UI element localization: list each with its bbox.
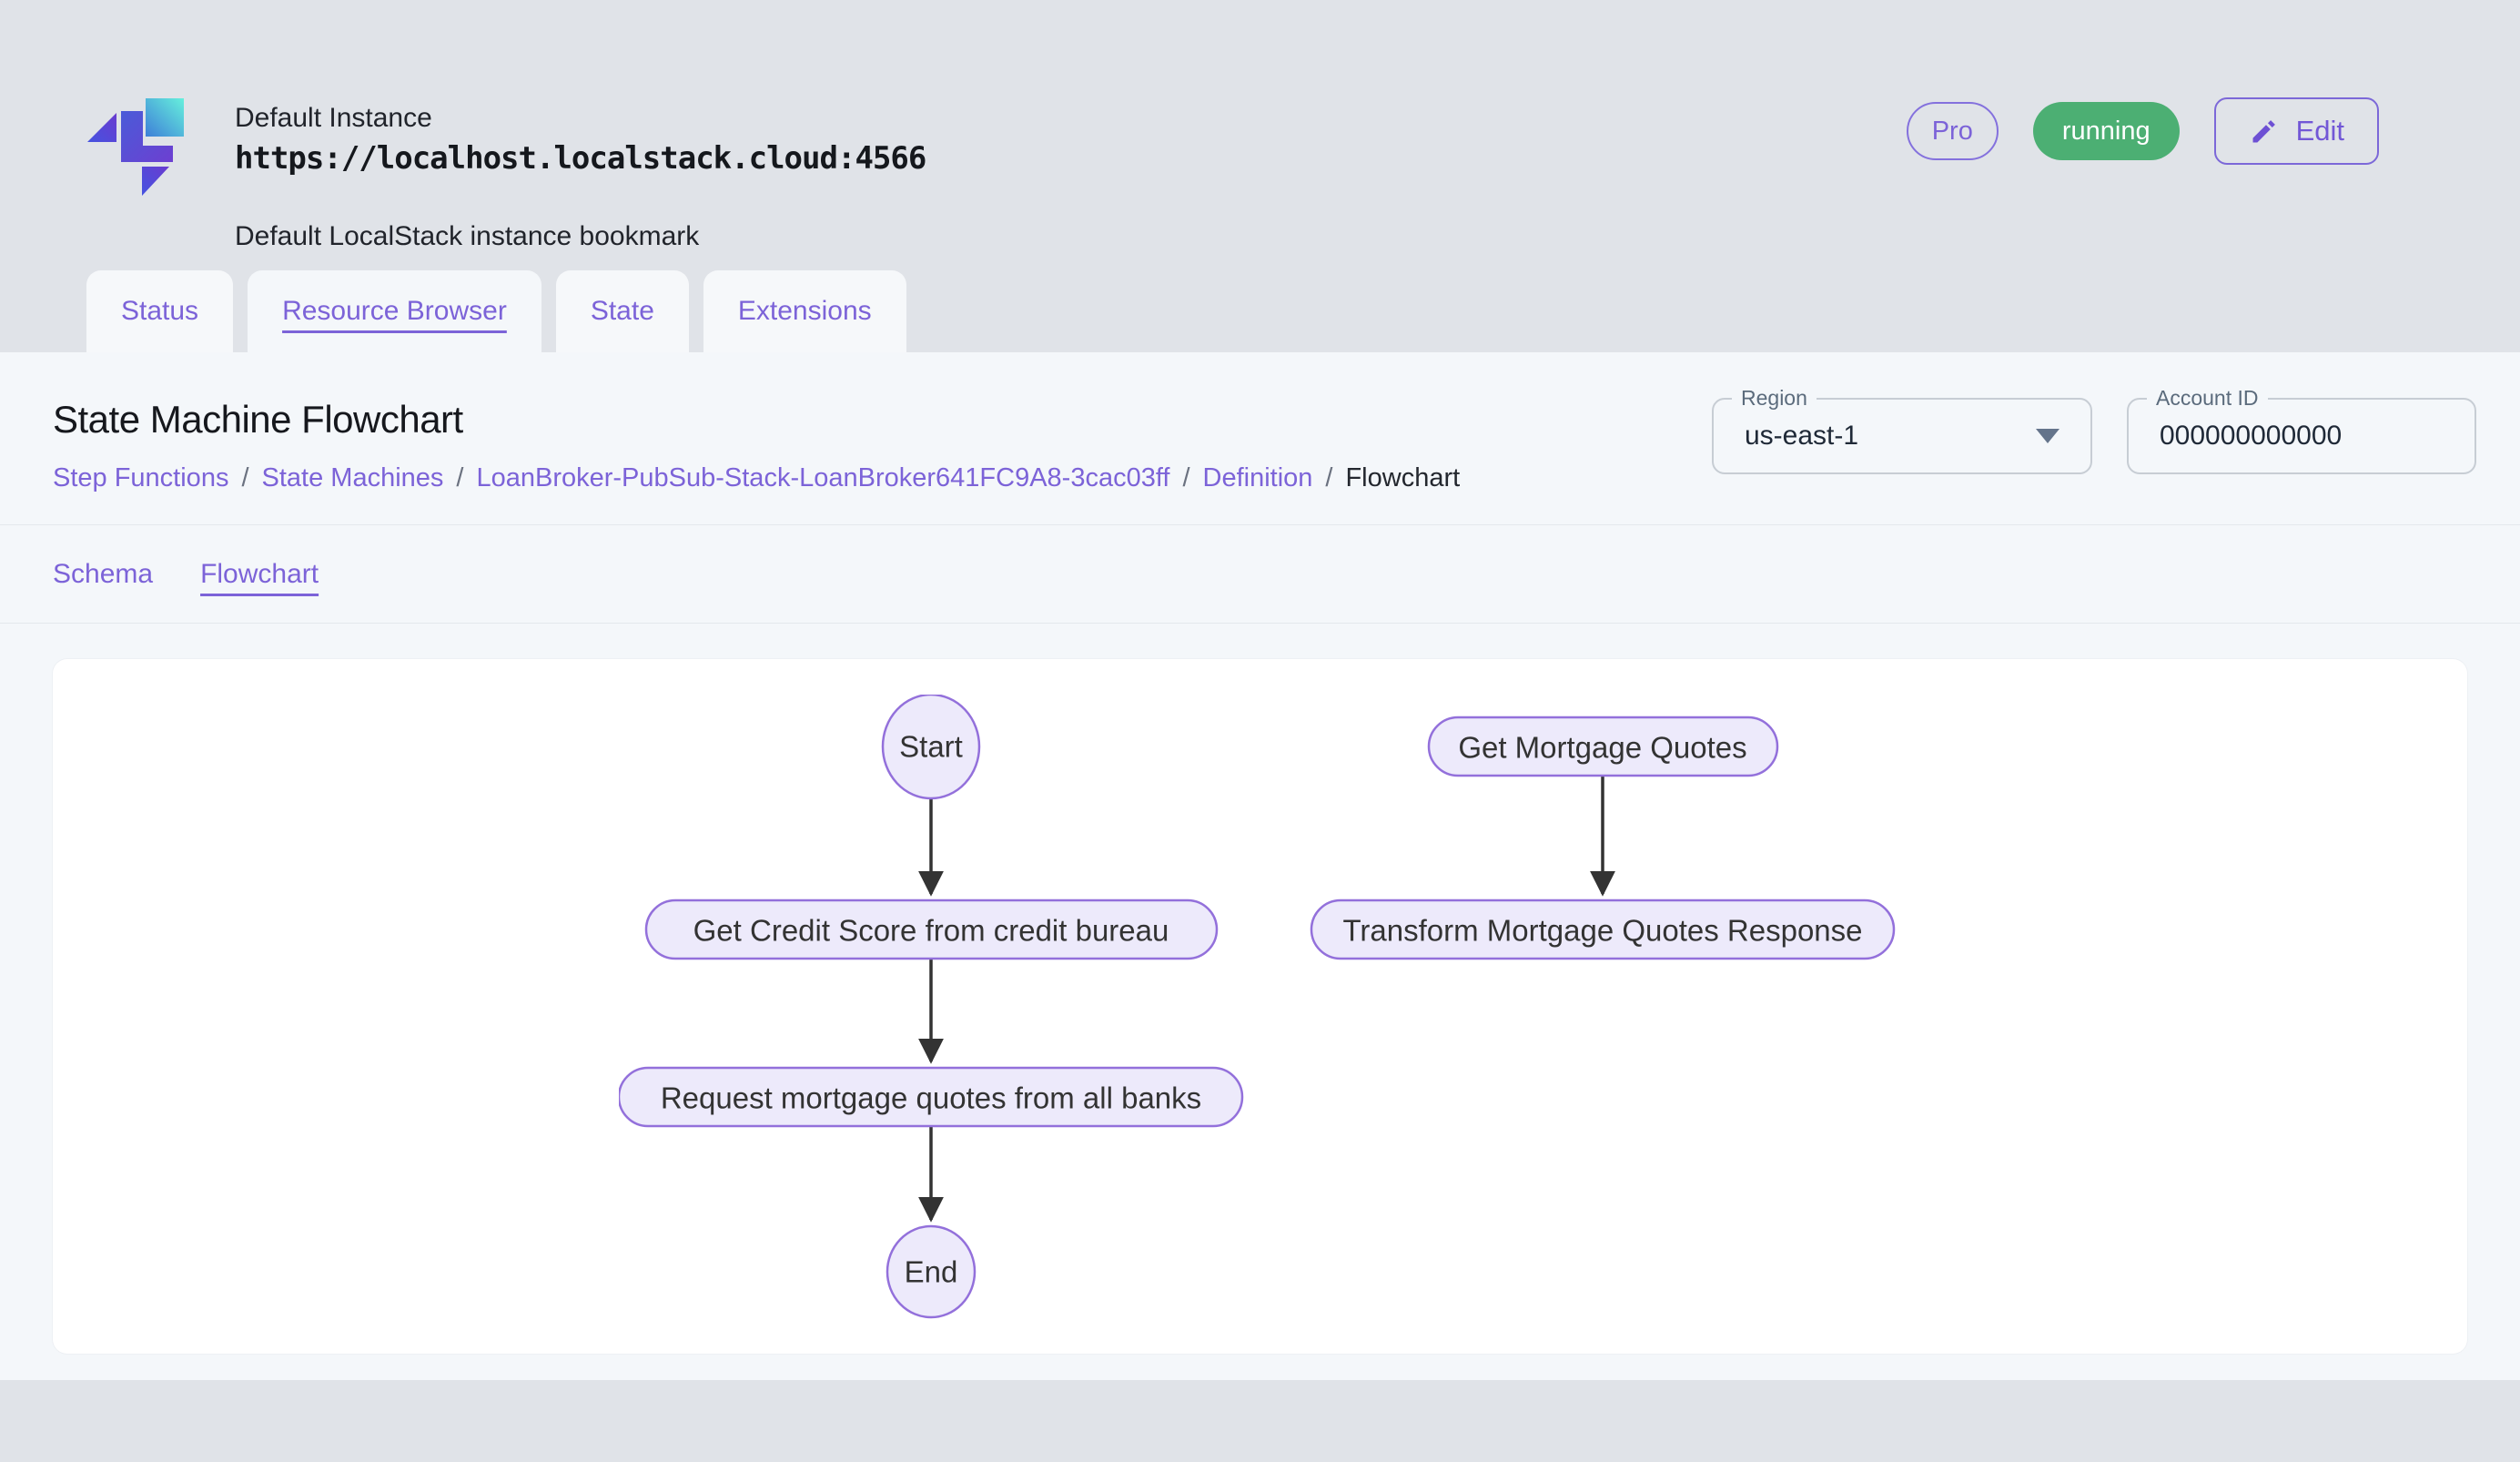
status-badge: running (2032, 102, 2180, 160)
tab-state[interactable]: State (555, 270, 689, 352)
svg-text:Request mortgage quotes from a: Request mortgage quotes from all banks (660, 1081, 1200, 1115)
pencil-icon (2252, 120, 2275, 143)
edit-button-label: Edit (2295, 115, 2344, 147)
svg-text:End: End (904, 1255, 957, 1289)
breadcrumb-state-machines[interactable]: State Machines (261, 463, 444, 492)
chevron-down-icon (2036, 429, 2060, 443)
node-get-mortgage-quotes: Get Mortgage Quotes (1427, 716, 1778, 777)
node-transform-response: Transform Mortgage Quotes Response (1310, 899, 1895, 960)
region-value: us-east-1 (1745, 421, 1859, 451)
node-get-credit-score: Get Credit Score from credit bureau (644, 899, 1218, 960)
region-label: Region (1732, 385, 1817, 411)
svg-text:Get Mortgage Quotes: Get Mortgage Quotes (1458, 731, 1746, 765)
account-id-label: Account ID (2147, 385, 2268, 411)
svg-text:Get Credit Score from credit b: Get Credit Score from credit bureau (693, 914, 1169, 948)
localstack-logo (87, 98, 184, 196)
node-start: Start (881, 695, 980, 800)
node-request-quotes: Request mortgage quotes from all banks (618, 1066, 1243, 1128)
breadcrumb-step-functions[interactable]: Step Functions (53, 463, 229, 492)
resource-browser-panel: State Machine Flowchart Step Functions /… (0, 352, 2520, 1380)
instance-header: Default Instance https://localhost.local… (0, 0, 2520, 352)
pro-badge: Pro (1906, 102, 1999, 160)
subtab-schema[interactable]: Schema (53, 558, 154, 589)
breadcrumb-separator: / (1182, 463, 1190, 492)
state-machine-flowchart: Start Get Credit Score from credit burea… (618, 695, 1895, 1319)
breadcrumb-separator: / (456, 463, 464, 492)
instance-url: https://localhost.localstack.cloud:4566 (235, 140, 926, 177)
region-select[interactable]: Region us-east-1 (1712, 385, 2092, 474)
tab-resource-browser[interactable]: Resource Browser (248, 270, 541, 352)
svg-text:Start: Start (899, 730, 963, 764)
account-id-input[interactable] (2129, 400, 2474, 472)
instance-name: Default Instance (235, 103, 432, 133)
svg-text:Transform Mortgage Quotes Resp: Transform Mortgage Quotes Response (1342, 914, 1862, 948)
tab-extensions[interactable]: Extensions (703, 270, 906, 352)
main-tabs: Status Resource Browser State Extensions (86, 270, 906, 352)
breadcrumb-current: Flowchart (1345, 463, 1461, 492)
subtab-flowchart[interactable]: Flowchart (200, 558, 319, 589)
divider (0, 524, 2520, 525)
instance-description: Default LocalStack instance bookmark (235, 221, 700, 251)
page-title: State Machine Flowchart (53, 398, 463, 441)
breadcrumb-state-machine-name[interactable]: LoanBroker-PubSub-Stack-LoanBroker641FC9… (476, 463, 1170, 492)
definition-subtabs: Schema Flowchart (0, 525, 2520, 623)
edit-instance-button[interactable]: Edit (2213, 97, 2379, 165)
node-end: End (886, 1224, 976, 1319)
account-id-field[interactable]: Account ID (2127, 385, 2476, 474)
flowchart-card: Start Get Credit Score from credit burea… (53, 659, 2467, 1354)
tab-status[interactable]: Status (86, 270, 234, 352)
breadcrumb-definition[interactable]: Definition (1202, 463, 1313, 492)
breadcrumb-separator: / (1325, 463, 1333, 492)
divider (0, 623, 2520, 624)
breadcrumb-separator: / (241, 463, 249, 492)
breadcrumb: Step Functions / State Machines / LoanBr… (53, 463, 1460, 493)
